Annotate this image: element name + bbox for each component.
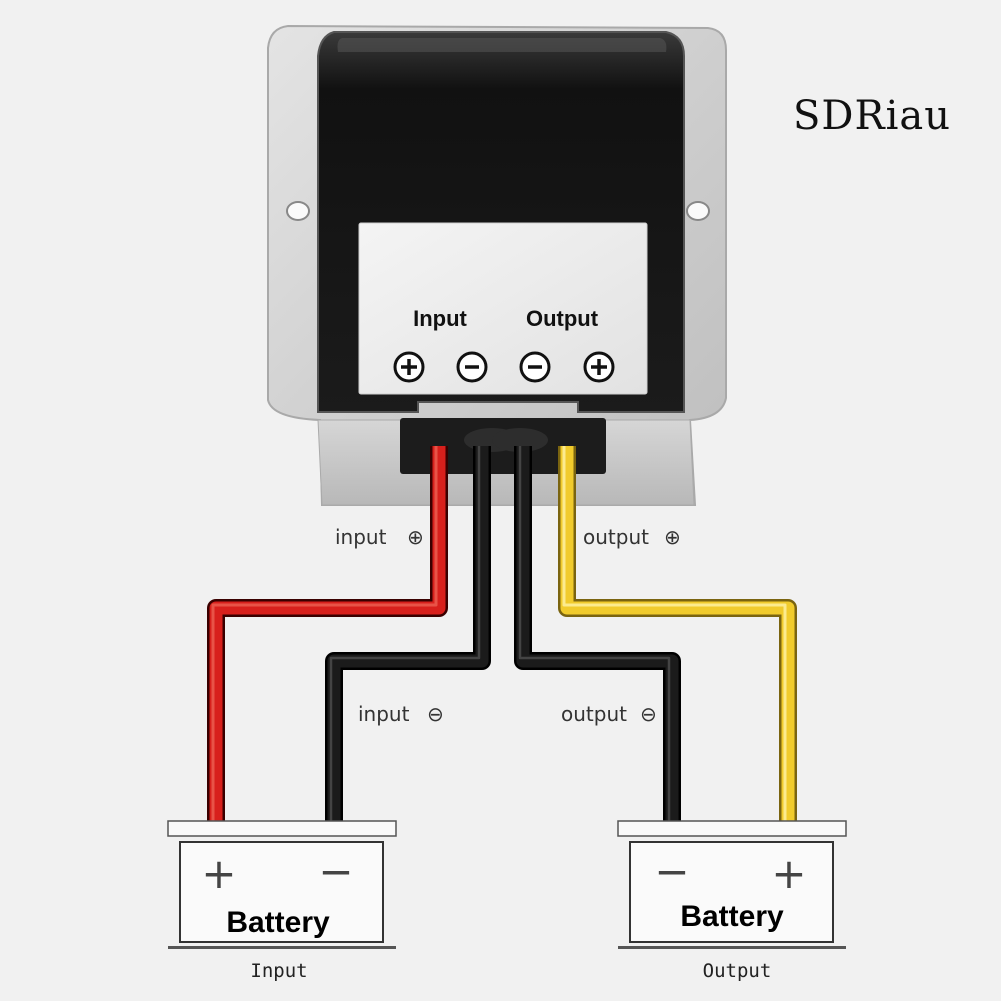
- input-battery: + − Battery Input: [167, 820, 397, 982]
- input-battery-name: Battery: [226, 906, 330, 939]
- output-positive-label: output: [583, 525, 649, 549]
- brand-logo: SDRiau: [793, 93, 951, 139]
- output-battery-positive-sign: +: [771, 849, 806, 898]
- output-negative-label: output: [561, 702, 627, 726]
- terminal-output-negative-icon: [519, 351, 551, 383]
- mounting-hole-right: [686, 201, 710, 221]
- output-positive-symbol: ⊕: [664, 525, 681, 549]
- input-negative-symbol: ⊖: [427, 702, 444, 726]
- label-panel: [358, 222, 648, 395]
- terminal-input-positive-icon: [393, 351, 425, 383]
- terminal-input-negative-icon: [456, 351, 488, 383]
- output-negative-symbol: ⊖: [640, 702, 657, 726]
- output-battery: − + Battery Output: [617, 820, 847, 982]
- panel-output-label: Output: [526, 306, 599, 331]
- input-battery-caption: Input: [250, 960, 307, 982]
- input-positive-symbol: ⊕: [407, 525, 424, 549]
- terminal-output-positive-icon: [583, 351, 615, 383]
- mounting-hole-left: [286, 201, 310, 221]
- input-positive-label: input: [335, 525, 387, 549]
- output-battery-negative-sign: −: [654, 847, 689, 896]
- wires: [207, 446, 797, 823]
- converter-device: Input Output: [267, 24, 727, 506]
- panel-input-label: Input: [413, 306, 467, 331]
- input-battery-negative-sign: −: [318, 847, 353, 896]
- output-battery-name: Battery: [680, 900, 784, 933]
- input-negative-label: input: [358, 702, 410, 726]
- input-battery-positive-sign: +: [201, 849, 236, 898]
- output-battery-caption: Output: [703, 960, 772, 982]
